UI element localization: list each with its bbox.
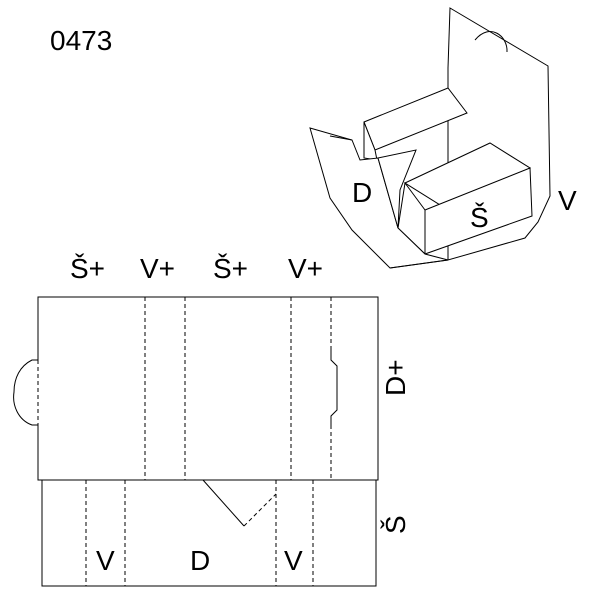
lid-cutout [474, 31, 508, 53]
isometric-box [309, 7, 551, 269]
lower-sheet-outline [41, 479, 377, 587]
bottom-label-2: D [190, 545, 210, 576]
base-edge [389, 259, 449, 269]
upper-sheet [13, 296, 379, 481]
top-label-1: Š+ [70, 253, 105, 284]
right-notch [330, 350, 338, 425]
top-label-2: V+ [140, 253, 175, 284]
bottom-label-1: V [96, 545, 115, 576]
side-label-flap: D+ [380, 359, 411, 396]
top-label-4: V+ [288, 253, 323, 284]
flap-top-edge [329, 135, 353, 141]
lower-sheet [41, 479, 377, 587]
iso-label-width: Š [470, 202, 489, 233]
product-code: 0473 [50, 25, 112, 56]
top-label-3: Š+ [213, 253, 248, 284]
iso-label-depth: D [352, 177, 372, 208]
depth-flap [309, 127, 449, 269]
side-label-bottom: Š [380, 515, 411, 534]
upper-sheet-outline [13, 296, 379, 481]
v-cut-solid [202, 479, 245, 527]
v-notch [377, 149, 417, 229]
iso-label-height: V [558, 185, 577, 216]
v-cut-fold [243, 493, 277, 527]
bottom-label-3: V [284, 545, 303, 576]
